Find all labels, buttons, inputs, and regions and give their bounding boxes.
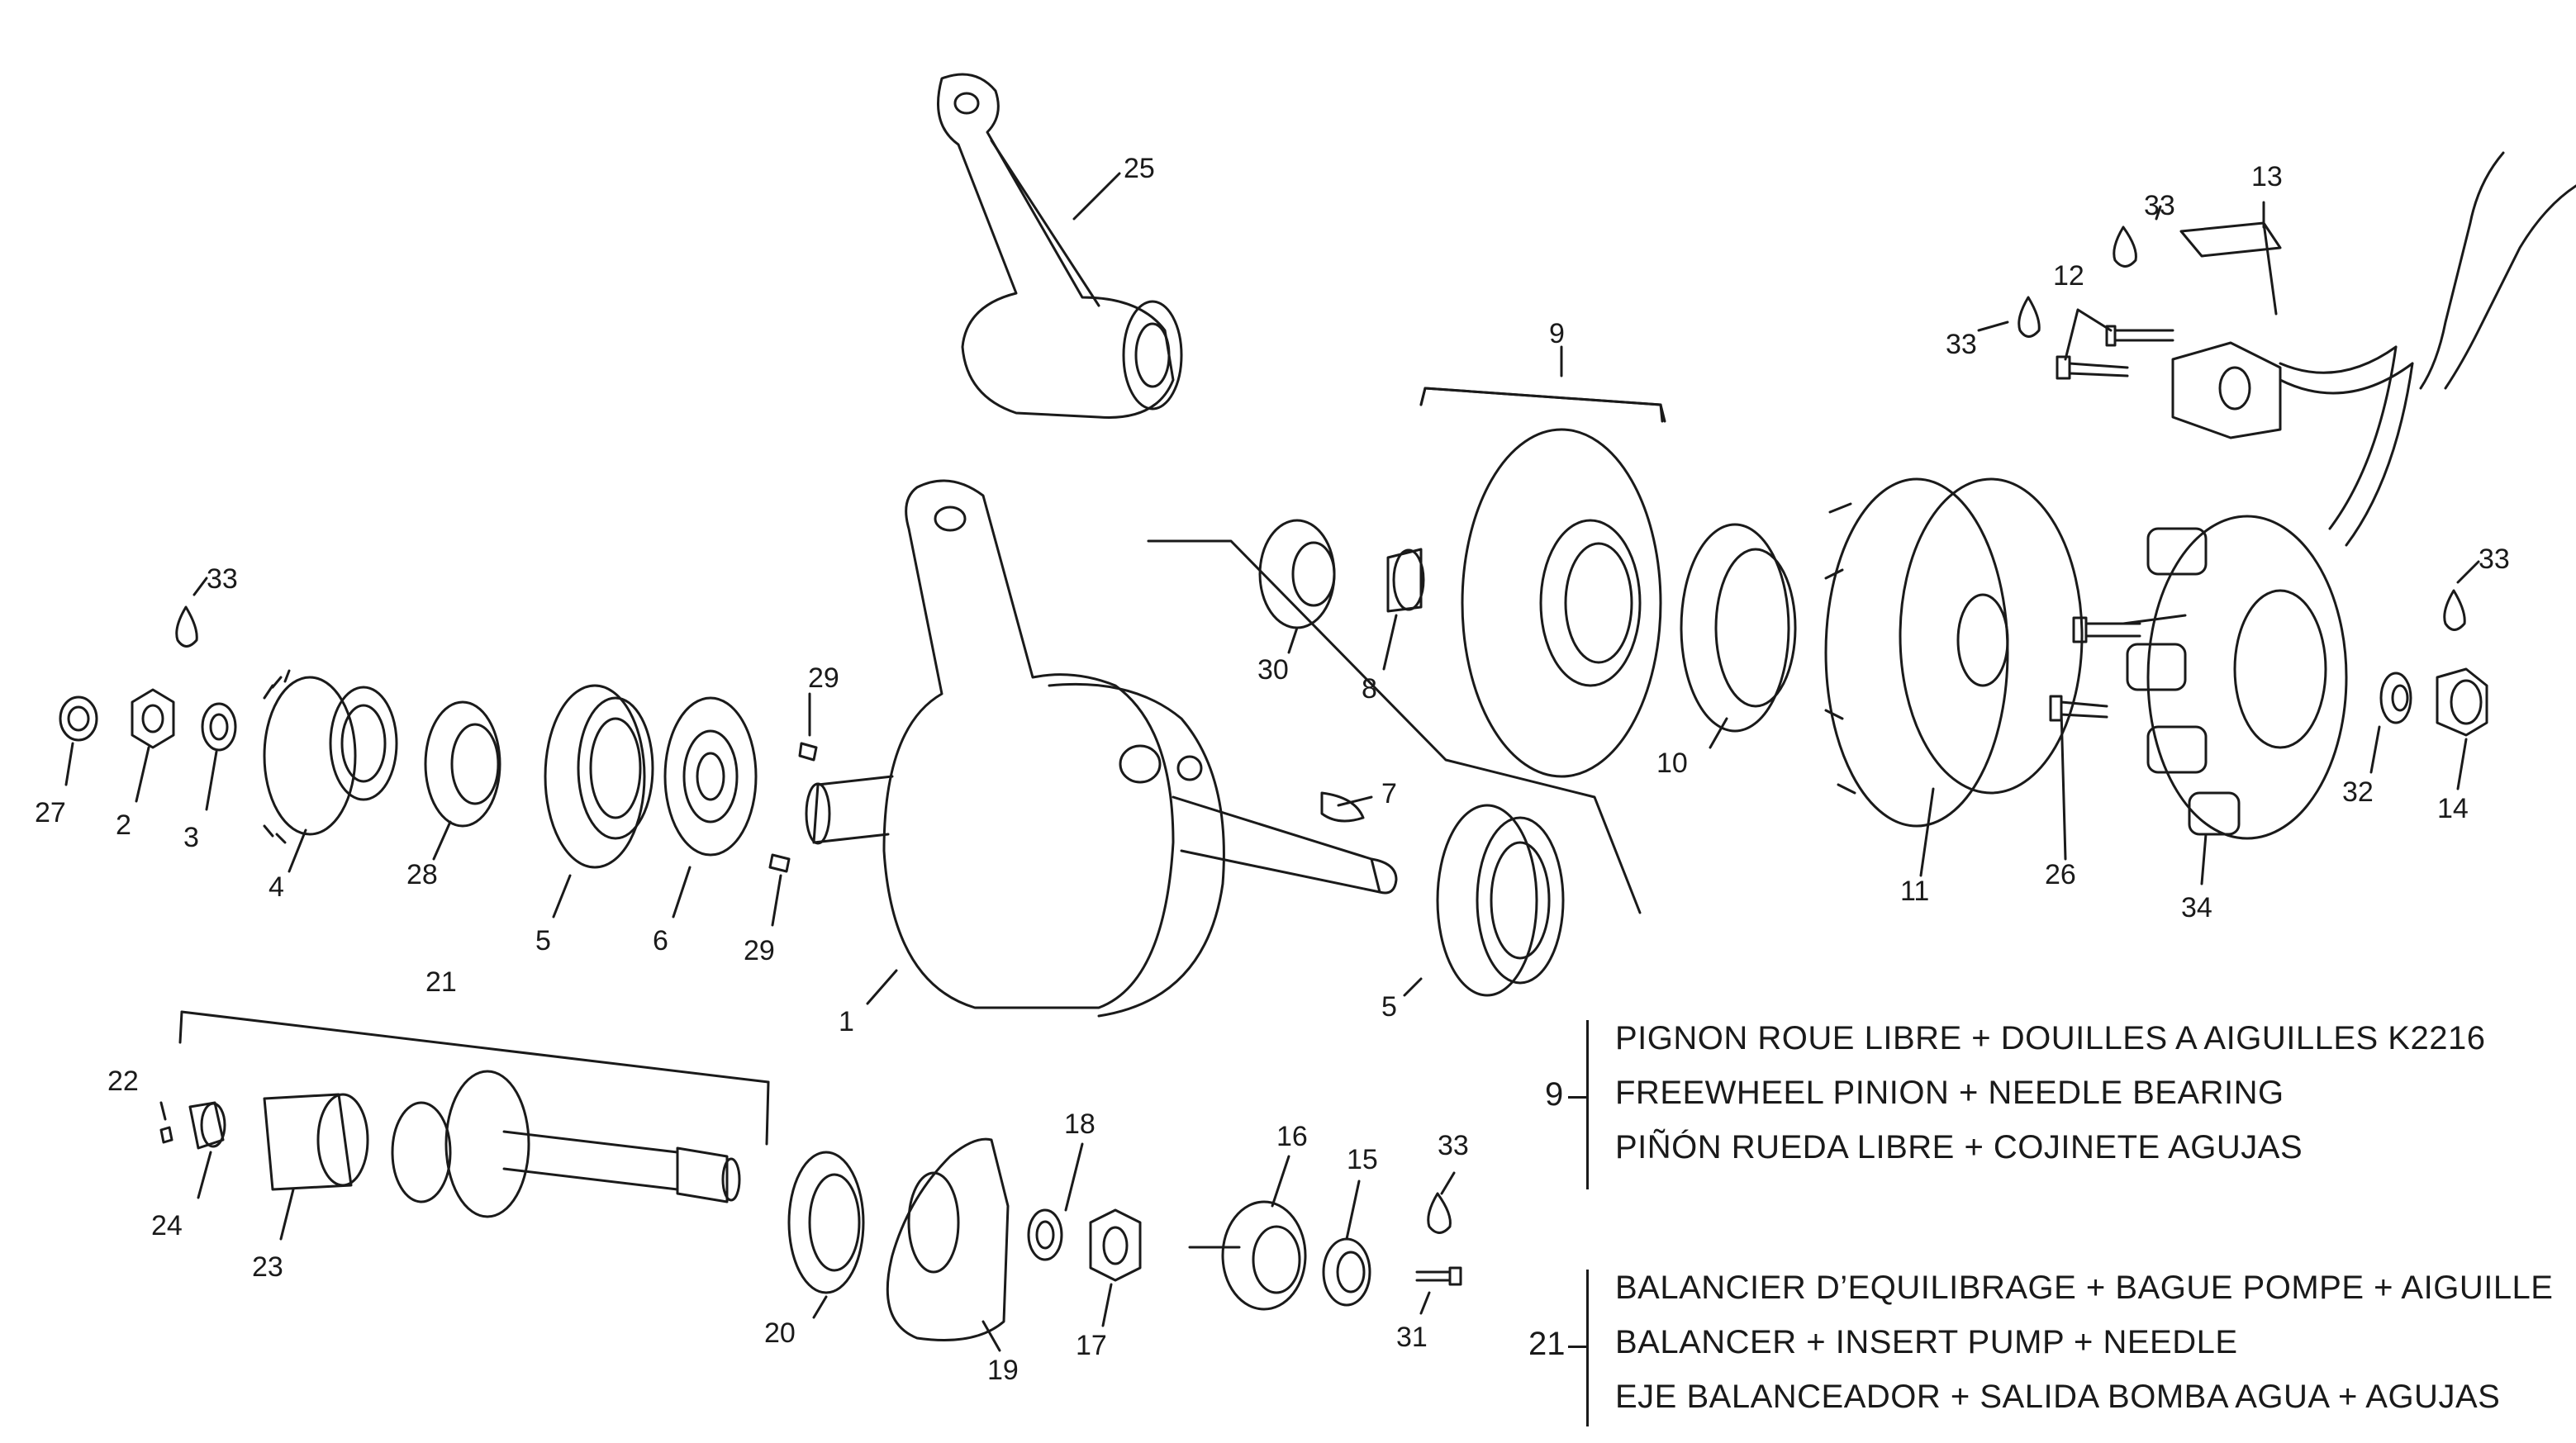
callout-7: 7 (1381, 778, 1397, 809)
woodruff-key-part (1320, 791, 1365, 823)
callout-16: 16 (1276, 1121, 1308, 1152)
spacer-part (1258, 519, 1336, 629)
dowel-pin-lower-part (768, 853, 791, 873)
callout-22: 22 (107, 1066, 139, 1097)
assembly-bracket-lines (178, 387, 1664, 1146)
nut-part (131, 688, 175, 749)
drive-gear-part (663, 696, 758, 857)
washer-part (201, 702, 237, 752)
legend-tick-21 (1568, 1346, 1586, 1348)
callout-21a: 21 (425, 966, 457, 998)
callout-29b: 29 (744, 935, 775, 966)
pickup-sensor-part (2056, 221, 2282, 439)
nut-17-part (1089, 1208, 1142, 1282)
legend-tick-9 (1568, 1096, 1586, 1099)
pump-drive-part (1188, 1200, 1307, 1311)
main-bearing-right-part (1436, 804, 1565, 997)
callout-18: 18 (1064, 1108, 1096, 1140)
seal-part (424, 700, 501, 828)
callout-29a: 29 (808, 662, 839, 694)
callout-27: 27 (35, 797, 66, 828)
balancer-shaft-part (391, 1070, 741, 1218)
screw-31-part (1415, 1266, 1462, 1286)
callout-10: 10 (1656, 748, 1688, 779)
legend-21-line-es: EJE BALANCEADOR + SALIDA BOMBA AGUA + AG… (1615, 1379, 2501, 1415)
legend-21-line-en: BALANCER + INSERT PUMP + NEEDLE (1615, 1324, 2238, 1360)
callout-33d: 33 (2479, 543, 2510, 575)
grease-drop-icon-b (2113, 225, 2137, 268)
callout-25: 25 (1124, 153, 1155, 184)
callout-14: 14 (2437, 793, 2469, 824)
callout-13: 13 (2251, 161, 2283, 192)
grease-drop-icon-d (2443, 589, 2466, 631)
callout-19: 19 (987, 1355, 1019, 1386)
flywheel-rotor-part (1824, 477, 2084, 828)
bracket-9 (1419, 387, 1666, 423)
callout-33c: 33 (1946, 329, 1977, 360)
callout-15: 15 (1347, 1144, 1378, 1175)
legend-ref-21: 21 (1528, 1326, 1566, 1362)
legend-block-9: 9 PIGNON ROUE LIBRE + DOUILLES A AIGUILL… (1537, 1020, 2561, 1194)
balancer-needle-bearing-part (263, 1093, 369, 1191)
grease-drop-icon-e (1427, 1192, 1452, 1234)
connecting-rod-part (937, 73, 1183, 419)
callout-30: 30 (1257, 654, 1289, 686)
wiring-harness-part (2279, 151, 2576, 547)
callout-32: 32 (2342, 776, 2374, 808)
seal-15-part (1322, 1237, 1371, 1307)
washer-right-part (2379, 672, 2412, 724)
callout-4: 4 (269, 871, 284, 903)
callout-12: 12 (2053, 260, 2084, 292)
rotor-nut-part (2436, 667, 2488, 737)
crankshaft-part (805, 479, 1398, 1018)
freewheel-part (1680, 523, 1797, 733)
callout-23: 23 (252, 1251, 283, 1283)
primary-gear-part (263, 669, 398, 844)
callout-9: 9 (1549, 318, 1565, 349)
callout-33b: 33 (2144, 190, 2175, 221)
legend-9-line-es: PIÑÓN RUEDA LIBRE + COJINETE AGUJAS (1615, 1129, 2303, 1165)
callout-33e: 33 (1438, 1130, 1469, 1161)
legend-bar-9 (1586, 1020, 1589, 1189)
callout-5a: 5 (535, 925, 551, 956)
callout-11: 11 (1900, 876, 1929, 907)
balancer-weight-part (886, 1137, 1010, 1341)
legend-ref-9: 9 (1545, 1076, 1564, 1113)
legend-bar-21 (1586, 1270, 1589, 1426)
callout-3: 3 (183, 822, 199, 853)
dowel-pin-upper-part (798, 742, 818, 762)
legend-block-21: 21 BALANCIER D’EQUILIBRAGE + BAGUE POMPE… (1520, 1270, 2569, 1443)
main-bearing-left-part (544, 684, 654, 869)
callout-20: 20 (764, 1317, 796, 1349)
bushing-part (188, 1101, 226, 1150)
stator-part (2126, 515, 2348, 840)
callout-5b: 5 (1381, 991, 1397, 1023)
callout-34: 34 (2181, 892, 2212, 923)
callout-1: 1 (839, 1006, 854, 1037)
callout-2: 2 (116, 809, 131, 841)
balancer-bearing-part (787, 1151, 865, 1294)
grease-drop-icon-a (175, 605, 198, 648)
callout-6: 6 (653, 925, 668, 956)
callout-24: 24 (151, 1210, 183, 1241)
needle-bearing-part (1386, 548, 1425, 613)
callout-26: 26 (2045, 859, 2076, 890)
legend-9-line-en: FREEWHEEL PINION + NEEDLE BEARING (1615, 1075, 2284, 1111)
callout-8: 8 (1362, 673, 1377, 705)
seal-ring-part (59, 695, 98, 742)
legend-9-line-fr: PIGNON ROUE LIBRE + DOUILLES A AIGUILLES… (1615, 1020, 2486, 1056)
callout-17: 17 (1076, 1330, 1107, 1361)
leader-lines (64, 172, 2480, 1352)
circlip-part (159, 1126, 173, 1144)
callout-28: 28 (406, 859, 438, 890)
callout-31: 31 (1396, 1322, 1428, 1353)
callout-33a: 33 (207, 563, 238, 595)
freewheel-pinion-part (1461, 428, 1662, 778)
legend-21-line-fr: BALANCIER D’EQUILIBRAGE + BAGUE POMPE + … (1615, 1270, 2554, 1306)
grease-drop-icon-c (2018, 296, 2041, 338)
washer-18-part (1027, 1208, 1063, 1261)
